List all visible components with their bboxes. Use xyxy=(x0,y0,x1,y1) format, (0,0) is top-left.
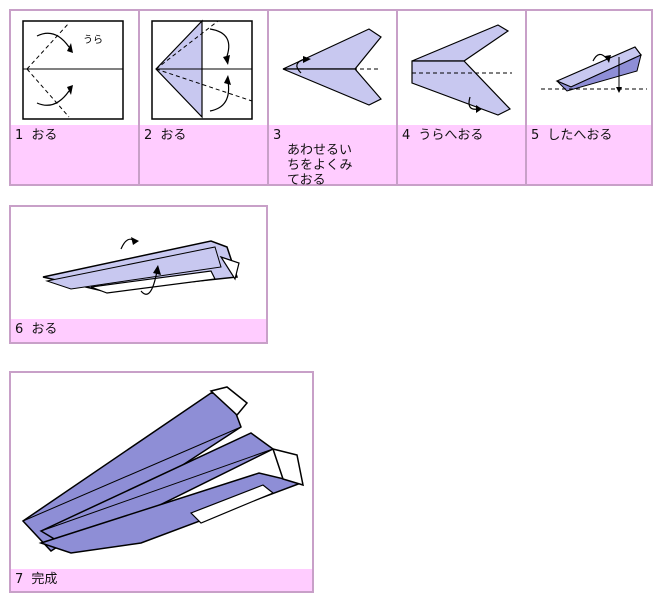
step-1: うら 1 おる xyxy=(11,11,138,184)
step-6-number: 6 xyxy=(15,322,24,337)
step-5-number: 5 xyxy=(531,128,540,143)
step-1-diagram: うら xyxy=(22,20,124,120)
step-5-diagram xyxy=(541,46,647,93)
step-3-label-line-2: ちをよくみ xyxy=(287,158,353,173)
steps-row-top: うら 1 おる 2 おる xyxy=(9,9,653,188)
step-4: 4 うらへおる xyxy=(398,11,525,184)
step-2-number: 2 xyxy=(144,128,153,143)
step-5-label: したへおる xyxy=(547,128,613,143)
step-3: 3 あわせるい ちをよくみ ておる xyxy=(269,11,396,188)
step-5: 5 したへおる xyxy=(527,11,651,184)
step-6: 6 おる xyxy=(9,205,268,344)
step-2-label: おる xyxy=(160,128,187,143)
step-3-label-line-3: ておる xyxy=(287,173,326,188)
step-3-number: 3 xyxy=(273,128,282,143)
step-3-diagram xyxy=(282,28,382,106)
step-7-label: 完成 xyxy=(31,572,58,587)
ura-label: うら xyxy=(83,34,103,46)
step-4-diagram xyxy=(411,24,512,116)
step-7-diagram xyxy=(21,386,304,554)
step-4-label: うらへおる xyxy=(418,128,484,143)
step-1-label: おる xyxy=(31,128,58,143)
step-1-number: 1 xyxy=(15,128,24,143)
step-3-label-line-1: あわせるい xyxy=(287,143,353,158)
step-2-diagram xyxy=(151,19,253,120)
step-7: 7 完成 xyxy=(9,371,314,593)
step-6-diagram xyxy=(42,237,240,295)
step-7-number: 7 xyxy=(15,572,24,587)
step-2: 2 おる xyxy=(140,11,267,184)
step-6-label: おる xyxy=(31,322,58,337)
step-4-number: 4 xyxy=(402,128,411,143)
